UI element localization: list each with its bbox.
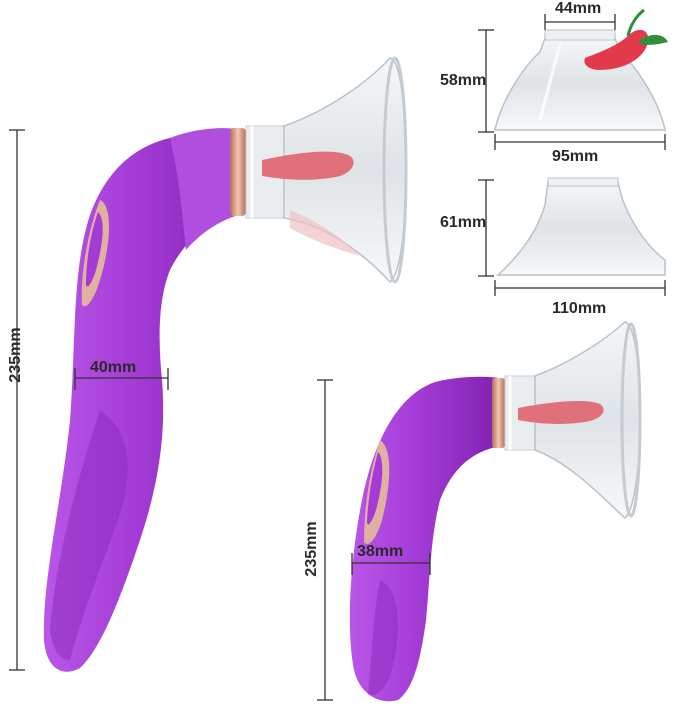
left-device-gold-ring — [230, 128, 246, 216]
right-device-length-label: 235mm — [303, 521, 320, 577]
large-cup-bottom-width-label: 110mm — [552, 300, 607, 317]
left-device-head — [170, 128, 242, 250]
left-device-illustration — [43, 56, 408, 672]
small-cup-top-width-label: 44mm — [555, 0, 602, 17]
left-device-tongue — [262, 151, 354, 180]
right-device-illustration — [349, 321, 642, 702]
left-device-length-label: 235mm — [7, 327, 24, 383]
right-device-width-label: 38mm — [357, 543, 404, 560]
large-cup-height-label: 61mm — [440, 214, 487, 231]
right-device-tongue — [518, 401, 604, 424]
large-cup-shape — [496, 181, 666, 276]
small-cup-height-label: 58mm — [440, 72, 487, 89]
left-device-width-label: 40mm — [90, 359, 137, 376]
dimension-lines — [9, 14, 666, 701]
left-device-shadow — [50, 410, 128, 660]
large-cup-illustration — [496, 177, 666, 276]
small-cup-bottom-width-label: 95mm — [552, 148, 599, 165]
chili-pepper-icon — [584, 8, 668, 70]
